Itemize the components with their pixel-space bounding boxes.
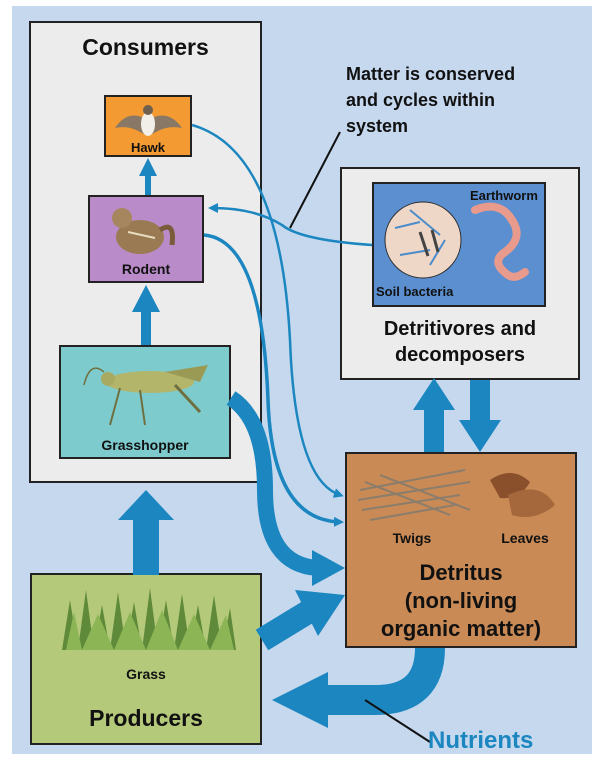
- arrow-rodent-to-hawk: [139, 158, 157, 195]
- leaves-illustration: [490, 473, 555, 517]
- earthworm-illustration: [475, 207, 525, 277]
- leaves-label: Leaves: [490, 530, 560, 546]
- detritus-title-line2: (non-living: [345, 588, 577, 614]
- thin-arrow-soil-to-rodent: [212, 208, 372, 245]
- hawk-illustration: [115, 105, 182, 136]
- soil-bacteria-illustration: [385, 202, 461, 278]
- arrow-detritus-to-detritivores: [413, 378, 455, 452]
- grasshopper-illustration: [84, 365, 208, 425]
- grasshopper-label: Grasshopper: [59, 437, 231, 453]
- rodent-illustration: [112, 208, 173, 254]
- arrow-nutrients-return: [325, 648, 430, 700]
- annotation-line1: Matter is conserved: [346, 64, 586, 85]
- annotation-leader-line: [290, 132, 340, 228]
- arrow-grasshopper-to-rodent: [132, 285, 160, 345]
- arrow-producers-to-detritus: [262, 612, 308, 640]
- nutrients-label: Nutrients: [428, 727, 588, 755]
- arrow-detritivores-to-detritus: [459, 380, 501, 452]
- detritivores-title-line2: decomposers: [340, 344, 580, 367]
- rodent-label: Rodent: [88, 261, 204, 277]
- detritivores-title-line1: Detritivores and: [340, 318, 580, 341]
- producers-title: Producers: [30, 705, 262, 732]
- detritus-title-line1: Detritus: [345, 560, 577, 586]
- grass-illustration: [62, 588, 236, 650]
- grass-label: Grass: [30, 666, 262, 682]
- arrow-grass-to-grasshopper: [118, 490, 174, 575]
- annotation-line2: and cycles within: [346, 90, 586, 111]
- arrow-grasshopper-to-detritus: [231, 398, 318, 568]
- twigs-illustration: [358, 470, 470, 520]
- twigs-label: Twigs: [372, 530, 452, 546]
- earthworm-label: Earthworm: [470, 188, 540, 203]
- hawk-label: Hawk: [104, 140, 192, 155]
- soil-bacteria-label: Soil bacteria: [376, 284, 496, 299]
- consumers-title: Consumers: [29, 34, 262, 61]
- detritus-title-line3: organic matter): [345, 616, 577, 642]
- annotation-line3: system: [346, 116, 586, 137]
